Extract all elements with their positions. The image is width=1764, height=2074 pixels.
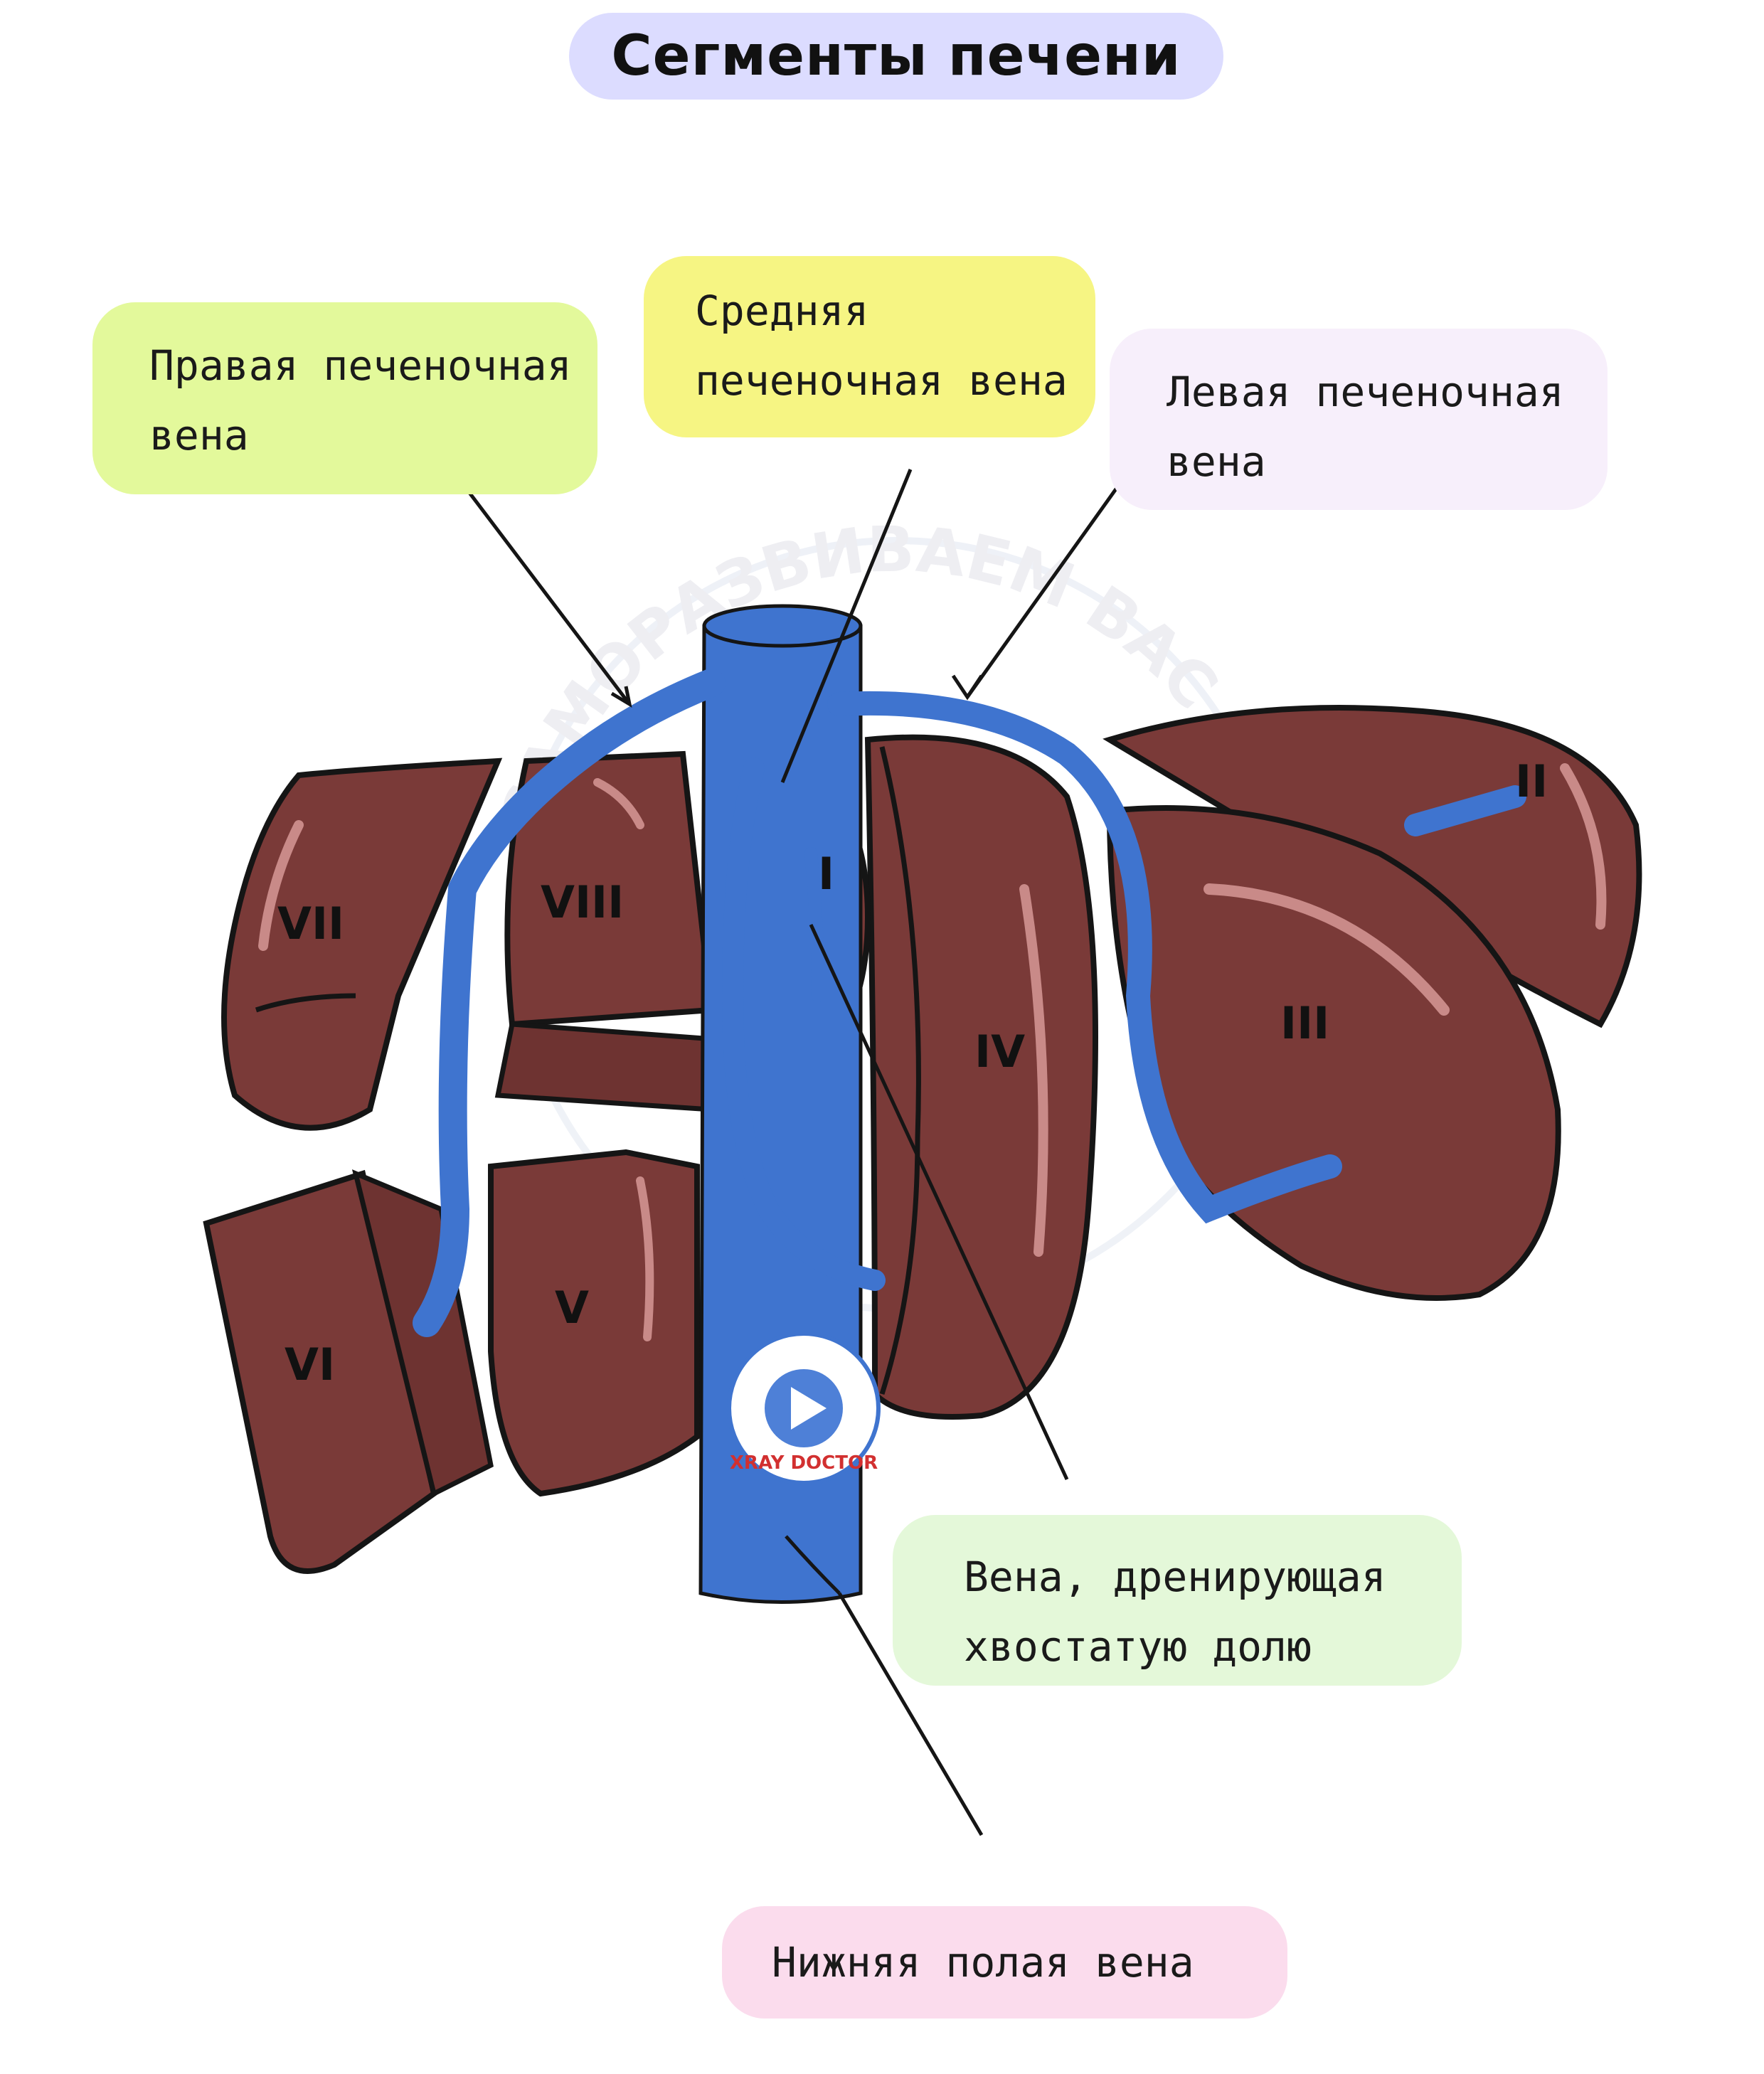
label-inferior-vena-cava: Нижняя полая вена	[722, 1906, 1287, 2019]
label-left-hepatic-vein: Левая печеночная вена	[1110, 329, 1608, 510]
caudate-draining-vein	[804, 847, 824, 1002]
pointer-right-vein	[440, 454, 631, 706]
segment-vii	[221, 757, 503, 1131]
middle-hepatic-vein	[721, 757, 886, 1291]
segment-label-viii: VIII	[541, 876, 624, 928]
pointer-middle-vein	[780, 469, 913, 783]
label-middle-hepatic-vein: Средняя печеночная вена	[644, 256, 1095, 437]
background-watermark: САМОРАЗВИВАЕМ ВАС ЗА ВАС	[0, 0, 1306, 1312]
pointer-caudate-vein	[809, 923, 1069, 1481]
segment-label-vi: VI	[285, 1339, 335, 1390]
right-hepatic-vein	[413, 669, 726, 1337]
xray-doctor-logo: XRAY DOCTOR	[727, 1331, 881, 1485]
segment-label-iii: III	[1280, 997, 1329, 1049]
segment-label-i: I	[818, 848, 834, 900]
logo-brand-text: XRAY DOCTOR	[730, 1452, 878, 1474]
page-title: Сегменты печени	[611, 24, 1181, 88]
segment-label-vii: VII	[277, 898, 344, 950]
segment-vi	[203, 1169, 437, 1574]
pointer-ivc	[837, 1592, 984, 1836]
label-caudate-draining-vein: Вена, дренирующая хвостатую долю	[893, 1515, 1462, 1686]
label-right-hepatic-vein: Правая печеночная вена	[92, 302, 597, 494]
segment-v	[488, 1149, 700, 1497]
segment-label-v: V	[555, 1282, 589, 1334]
left-hepatic-vein	[827, 691, 1342, 1224]
segment-label-ii: II	[1515, 755, 1548, 807]
segment-label-iv: IV	[974, 1026, 1025, 1078]
title-pill: Сегменты печени	[569, 13, 1223, 100]
